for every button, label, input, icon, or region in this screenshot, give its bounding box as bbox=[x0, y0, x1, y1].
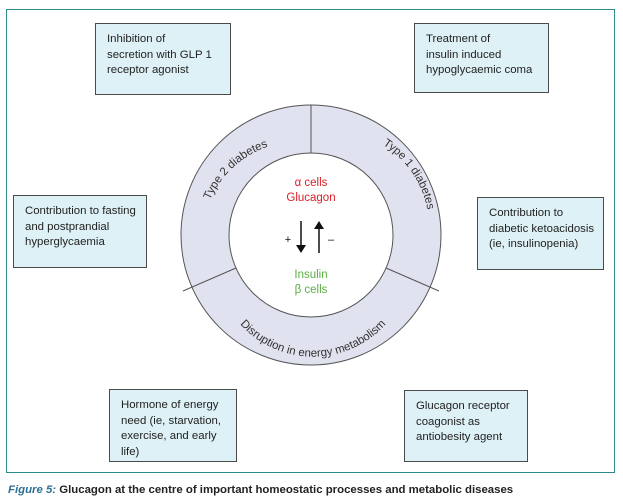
box-glp1-inhibition: Inhibition of secretion with GLP 1 recep… bbox=[95, 23, 231, 95]
figure-caption: Figure 5: Glucagon at the centre of impo… bbox=[8, 484, 513, 496]
insulin-label: Insulin bbox=[294, 269, 327, 281]
beta-cells-label: β cells bbox=[295, 284, 328, 296]
plus-sign: + bbox=[285, 234, 291, 246]
box-diabetic-ketoacidosis: Contribution to diabetic ketoacidosis (i… bbox=[477, 197, 604, 270]
box-fasting-hyperglycaemia: Contribution to fasting and postprandial… bbox=[13, 195, 147, 268]
figure-frame bbox=[6, 9, 615, 473]
caption-figure-number: Figure 5: bbox=[8, 484, 57, 496]
box-energy-need: Hormone of energy need (ie, starvation, … bbox=[109, 389, 237, 462]
box-hypoglycaemic-coma: Treatment of insulin induced hypoglycaem… bbox=[414, 23, 549, 93]
minus-sign: – bbox=[328, 234, 335, 246]
ring-divider-left bbox=[182, 267, 237, 292]
down-arrow-icon bbox=[296, 245, 306, 253]
alpha-cells-label: α cells bbox=[295, 177, 328, 189]
ring-divider-right bbox=[385, 267, 440, 292]
glucagon-label: Glucagon bbox=[286, 192, 335, 204]
caption-text: Glucagon at the centre of important home… bbox=[56, 484, 514, 496]
box-antiobesity-agent: Glucagon receptor coagonist as antiobesi… bbox=[404, 390, 528, 462]
up-arrow-icon bbox=[314, 221, 324, 229]
